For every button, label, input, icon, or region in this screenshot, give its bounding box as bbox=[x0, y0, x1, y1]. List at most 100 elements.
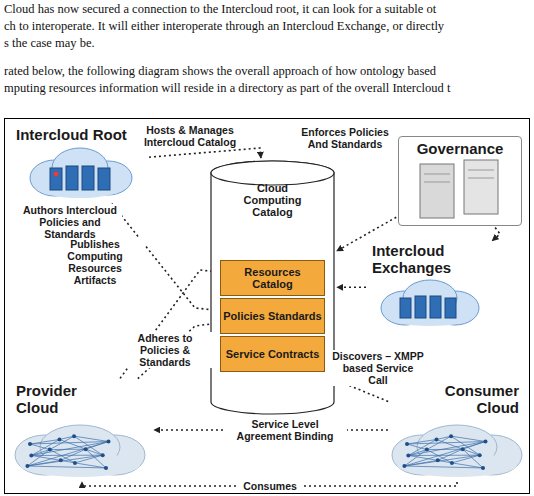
provider-network-cloud-part-part bbox=[57, 437, 61, 441]
server-node: Governance bbox=[398, 136, 522, 226]
consumer-network-cloud-part-part bbox=[402, 464, 406, 468]
consumer-network-cloud-part-part bbox=[438, 460, 452, 463]
consumer-network-cloud-part-part bbox=[483, 440, 487, 444]
provider-network-cloud-part-part bbox=[72, 434, 76, 438]
provider-network-cloud-part bbox=[25, 434, 110, 470]
consumer-network-cloud-part-part bbox=[449, 434, 453, 438]
exchange-node: Intercloud Exchanges bbox=[368, 242, 508, 332]
consumer-network-cloud-part-part bbox=[427, 449, 463, 450]
consumer-network-cloud-part-part bbox=[452, 463, 483, 468]
consumer-network-cloud-part-part bbox=[404, 442, 485, 467]
consumer-network-cloud-part bbox=[397, 453, 517, 477]
body-text-line: ch to interoperate. It will either inter… bbox=[4, 19, 444, 34]
root-cloud-icon-part bbox=[82, 166, 94, 190]
consumer-network-cloud-part-part bbox=[436, 458, 440, 462]
connector-label: Adheres to Policies & Standards bbox=[117, 332, 213, 368]
provider-network-cloud-part-part bbox=[101, 453, 105, 457]
consumer-network-cloud-part-part bbox=[463, 449, 480, 455]
consumer-network-cloud-part-part bbox=[427, 436, 451, 449]
node-heading: Consumer Cloud bbox=[431, 382, 519, 416]
diagram-frame bbox=[5, 119, 530, 494]
governance-servers-icon bbox=[420, 160, 498, 218]
consumer-network-cloud bbox=[392, 425, 522, 477]
governance-servers-icon-part bbox=[424, 174, 450, 175]
connector-label: Service Level Agreement Binding bbox=[223, 418, 347, 442]
provider-network-cloud-part-part bbox=[50, 449, 86, 450]
consumer-network-cloud-part-part bbox=[451, 436, 485, 441]
root-cloud-icon bbox=[30, 148, 132, 198]
consumer-network-cloud-part-part bbox=[452, 455, 480, 463]
consumer-network-cloud-part-part bbox=[434, 437, 438, 441]
connector-label: Consumes bbox=[237, 480, 303, 492]
provider-network-cloud-part-part bbox=[74, 436, 108, 441]
provider-network-cloud-part-part bbox=[27, 460, 60, 466]
node-heading: Governance bbox=[403, 140, 517, 157]
governance-servers-icon-part bbox=[468, 170, 494, 171]
provider-network-cloud-part-part bbox=[61, 449, 86, 460]
root-cloud-icon-part bbox=[66, 166, 78, 190]
provider-network-cloud-part-part bbox=[27, 455, 102, 466]
provider-network-cloud-part-part bbox=[59, 458, 63, 462]
provider-network-cloud-part-part bbox=[106, 440, 110, 444]
node-heading: Provider Cloud bbox=[16, 382, 96, 416]
catalog-layer: Service Contracts bbox=[220, 336, 325, 372]
consumer-network-cloud-part-part bbox=[427, 450, 452, 463]
provider-network-cloud-part bbox=[20, 453, 140, 477]
provider-network-cloud-part-part bbox=[61, 460, 75, 463]
exchange-cloud-icon-part bbox=[445, 298, 456, 318]
consumer-network-cloud-part-part bbox=[404, 455, 479, 466]
consumer-network-cloud-part-part bbox=[404, 460, 437, 466]
provider-network-cloud-part-part bbox=[31, 450, 49, 456]
exchange-cloud-icon-part bbox=[415, 296, 426, 318]
catalog-cylinder: Cloud Computing CatalogResources Catalog… bbox=[210, 160, 335, 415]
node-heading: Intercloud Exchanges bbox=[372, 242, 472, 276]
cloud-node: Intercloud Root bbox=[12, 124, 147, 202]
node-label: Service Contracts bbox=[226, 348, 320, 360]
diagram-frame-part bbox=[5, 119, 530, 494]
governance-servers-icon-part bbox=[424, 182, 450, 183]
consumer-network-cloud-part-part bbox=[461, 447, 465, 451]
provider-network-cloud-part-part bbox=[59, 436, 74, 439]
root-cloud-icon-part bbox=[36, 176, 124, 198]
cylinder-top bbox=[211, 161, 334, 185]
provider-network-cloud-part-part bbox=[75, 463, 106, 468]
node-label: Cloud Computing Catalog bbox=[230, 182, 315, 218]
governance-servers-icon-part bbox=[420, 164, 454, 218]
cylinder-body bbox=[211, 161, 334, 414]
connector-label: Enforces Policies And Standards bbox=[292, 126, 398, 150]
catalog-layer: Policies Standards bbox=[220, 298, 325, 334]
exchange-cloud-icon bbox=[381, 280, 479, 326]
provider-network-cloud-part-part bbox=[25, 464, 29, 468]
provider-network-cloud-part-part bbox=[50, 436, 74, 449]
root-cloud-icon-part bbox=[54, 172, 59, 177]
node-label: Resources Catalog bbox=[223, 266, 322, 290]
connector-label: Authors Intercloud Policies and Standard… bbox=[18, 204, 122, 240]
consumer-network-cloud-part-part bbox=[478, 453, 482, 457]
consumer-network-cloud-part-part bbox=[438, 449, 463, 460]
dotted-connector bbox=[337, 286, 366, 288]
provider-network-cloud-part-part bbox=[75, 455, 103, 463]
exchange-cloud-icon-part bbox=[400, 298, 411, 318]
consumer-network-cloud-part-part bbox=[481, 466, 485, 470]
dotted-connector bbox=[492, 228, 500, 241]
body-text-line: rated below, the following diagram shows… bbox=[4, 64, 436, 79]
governance-servers-icon-part bbox=[464, 160, 498, 214]
provider-network-cloud bbox=[15, 425, 145, 477]
consumer-network-cloud-part-part bbox=[436, 436, 451, 439]
provider-network-cloud-part-part bbox=[104, 466, 108, 470]
provider-network-cloud-part-part bbox=[50, 450, 75, 463]
provider-network-cloud-part-part bbox=[27, 442, 108, 467]
consumer-network-cloud-part-part bbox=[408, 450, 426, 456]
cloud-node: Consumer Cloud bbox=[390, 380, 525, 480]
provider-network-cloud-part-part bbox=[86, 449, 103, 455]
body-text-line: mputing resources information will resid… bbox=[4, 81, 450, 96]
consumer-network-cloud-part bbox=[402, 434, 487, 470]
catalog-layer: Resources Catalog bbox=[220, 260, 325, 296]
cloud-node: Provider Cloud bbox=[12, 380, 152, 480]
node-label: Policies Standards bbox=[223, 310, 321, 322]
body-text-line: s the case may be. bbox=[4, 36, 95, 51]
consumer-network-cloud-part-part bbox=[450, 461, 454, 465]
provider-network-cloud-part-part bbox=[84, 447, 88, 451]
provider-network-cloud-part-part bbox=[28, 442, 32, 446]
